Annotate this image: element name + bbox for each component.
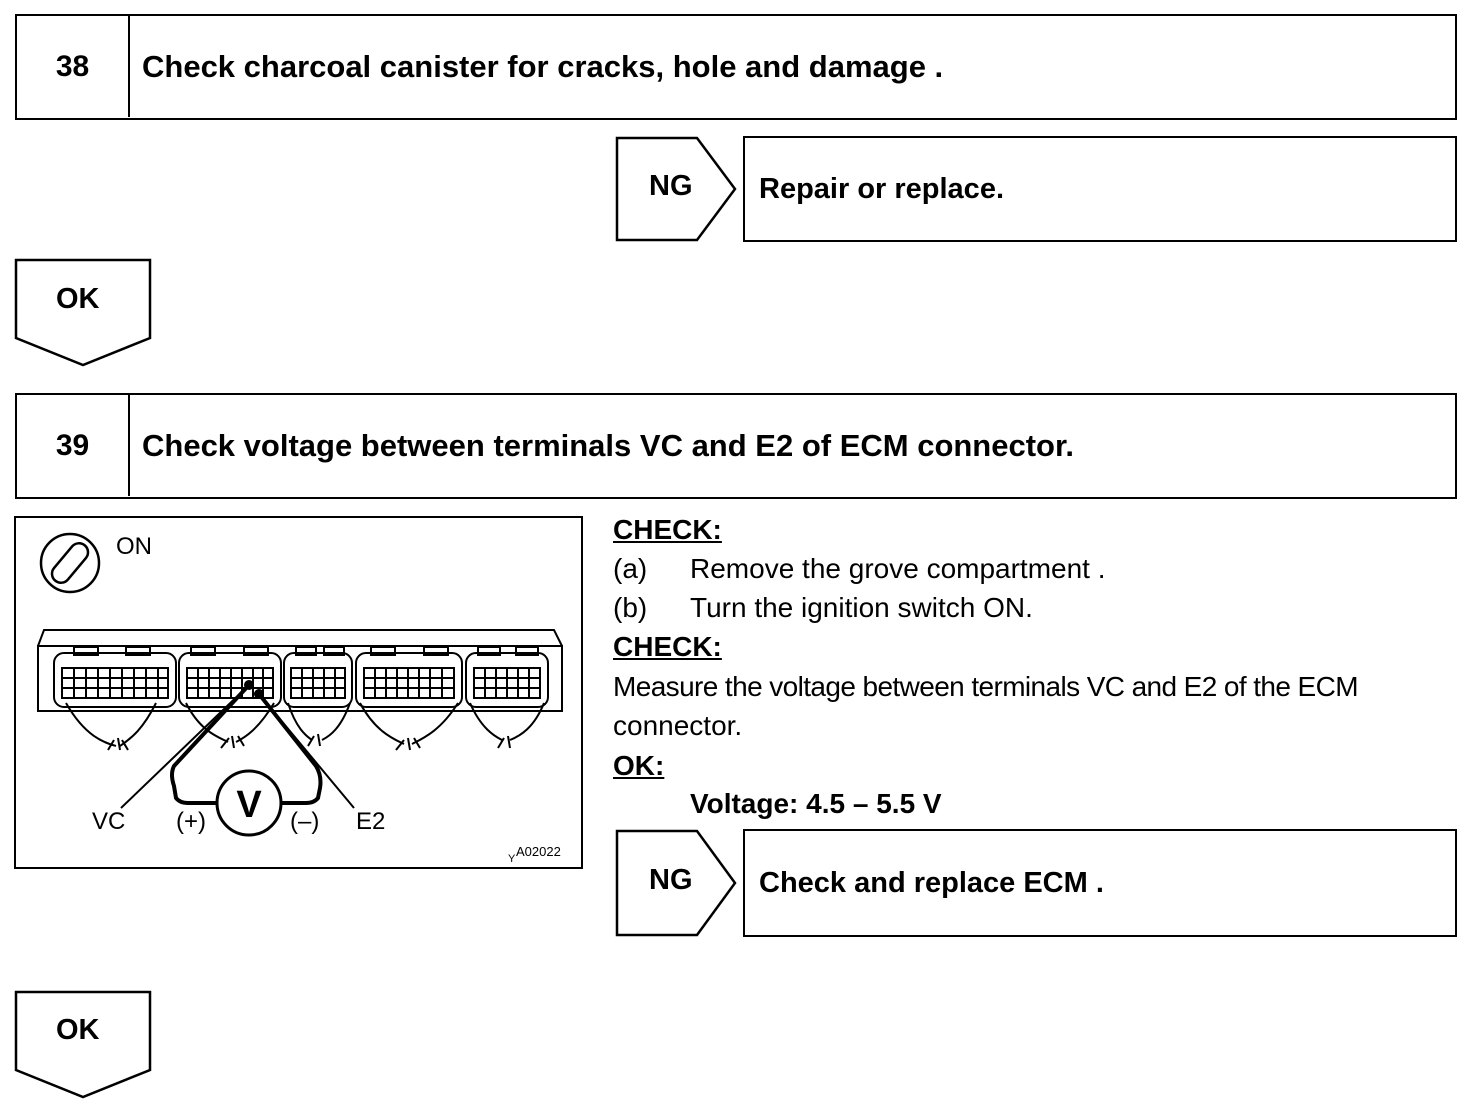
- ng-arrow-shape: [615, 136, 737, 242]
- ok-arrow: OK: [14, 990, 154, 1100]
- step-38-header: 38 Check charcoal canister for cracks, h…: [15, 14, 1457, 120]
- voltmeter-label: V: [236, 784, 262, 826]
- figure-code-prefix: Y: [508, 853, 516, 865]
- ecm-diagram: ON: [37, 532, 563, 865]
- step-title: Check voltage between terminals VC and E…: [142, 427, 1074, 463]
- voltmeter-leads: [170, 683, 323, 805]
- ignition-switch-icon: [39, 532, 101, 594]
- measure-text-line2: connector.: [613, 710, 743, 741]
- negative-label: (–): [290, 808, 319, 835]
- ng-arrow-shape: [615, 829, 737, 937]
- check-header: CHECK:: [613, 514, 722, 545]
- ok-header: OK:: [613, 750, 665, 781]
- ok-label: OK: [56, 1014, 100, 1046]
- step-39-header: 39 Check voltage between terminals VC an…: [15, 393, 1457, 499]
- positive-label: (+): [176, 808, 206, 835]
- ng-arrow: NG: [615, 136, 740, 242]
- ecm-connector-block: [37, 629, 563, 751]
- voltmeter-icon: V: [215, 769, 283, 837]
- item-text-b: Turn the ignition switch ON.: [690, 592, 1033, 623]
- ng-label: NG: [649, 864, 693, 896]
- ecm-connector-illustration: ON: [14, 516, 583, 869]
- ok-label: OK: [56, 283, 100, 315]
- measure-text-line1: Measure the voltage between terminals VC…: [613, 671, 1359, 702]
- switch-state-label: ON: [116, 533, 152, 560]
- item-marker-b: (b): [613, 592, 648, 623]
- terminal-e2-label: E2: [356, 808, 385, 835]
- item-marker-a: (a): [613, 553, 648, 584]
- ng-action-box: Repair or replace.: [743, 136, 1457, 242]
- voltage-spec: Voltage: 4.5 – 5.5 V: [690, 788, 942, 819]
- ok-arrow-shape: [14, 990, 152, 1099]
- step-number: 38: [17, 16, 130, 117]
- ng-arrow: NG: [615, 829, 740, 937]
- ng-label: NG: [649, 170, 693, 202]
- check-header-2: CHECK:: [613, 631, 722, 662]
- step-title: Check charcoal canister for cracks, hole…: [142, 48, 944, 84]
- ok-arrow-shape: [14, 258, 152, 367]
- figure-code: A02022: [516, 844, 561, 859]
- item-text-a: Remove the grove compartment .: [690, 553, 1106, 584]
- step-number: 39: [17, 395, 130, 496]
- terminal-vc-label: VC: [92, 808, 125, 835]
- ng-action-box: Check and replace ECM .: [743, 829, 1457, 937]
- ok-arrow: OK: [14, 258, 154, 368]
